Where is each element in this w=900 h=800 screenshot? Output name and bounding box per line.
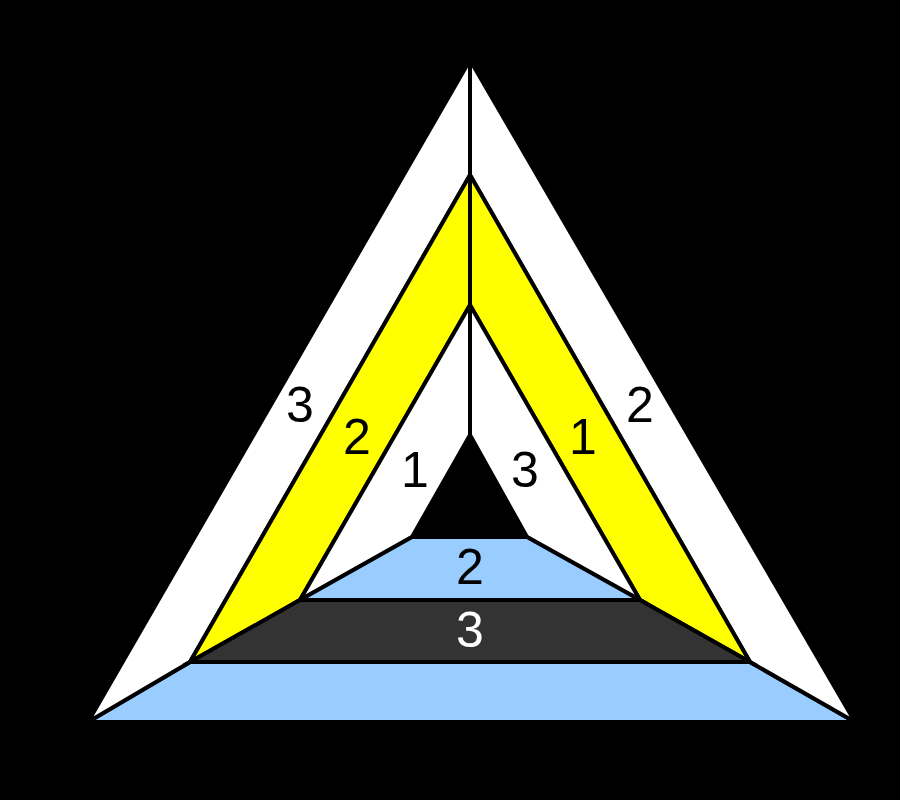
band-number: 3 (511, 445, 539, 495)
band-number: 2 (626, 380, 654, 430)
outer-bottom-band (88, 662, 855, 722)
band-number: 2 (456, 542, 484, 592)
band-outline (300, 537, 640, 600)
band-number: 1 (401, 445, 429, 495)
band-outline (190, 600, 750, 662)
band-number: 3 (286, 380, 314, 430)
band-number: 1 (569, 412, 597, 462)
triangle-band-segment: 3 (190, 600, 750, 662)
triangle-band-segment: 2 (300, 537, 640, 600)
band-number: 3 (456, 605, 484, 655)
band-number: 2 (343, 412, 371, 462)
